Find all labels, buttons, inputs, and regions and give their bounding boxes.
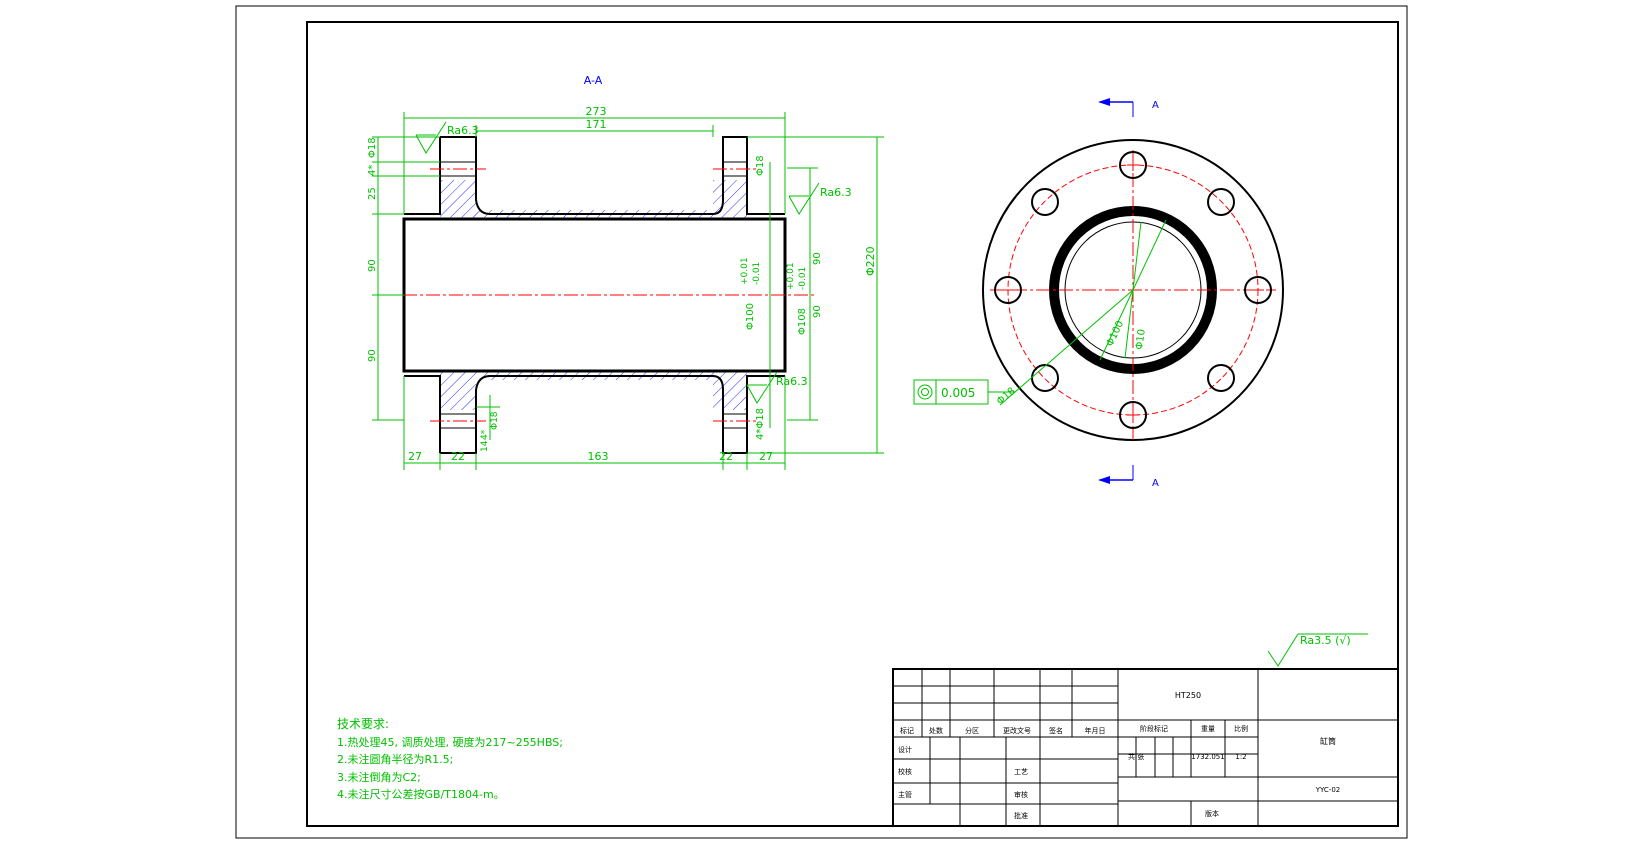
dim-left-phi18: Φ18 [367,137,378,158]
tb-scale-value: 1:2 [1235,753,1246,761]
dim-phi100-tol-up: +0.01 [740,257,750,285]
roughness-3: Ra6.3 [776,375,808,388]
dim-bottom-2: 22 [451,450,465,463]
dim-phi100-tol-low: -0.01 [752,262,762,285]
section-arrow-top-icon [1098,98,1110,106]
tb-rev-h6: 年月日 [1085,726,1106,735]
section-view-label: A-A [584,74,603,87]
dim-phi108-tol-up: +0.01 [786,262,796,290]
dim-left-lower-phi18: Φ18 [490,411,500,430]
tolerance-frame: 0.005 [913,379,1015,405]
tb-rev-h3: 分区 [965,726,979,735]
roughness-1: Ra6.3 [447,124,479,137]
dim-right-90b: 90 [812,305,823,318]
dim-bottom-1: 27 [408,450,422,463]
tb-rev-h1: 标记 [900,726,914,735]
dim-phi108-tol-low: -0.01 [798,267,808,290]
dim-left-25: 25 [367,187,378,200]
roughness-2: Ra6.3 [820,186,852,199]
tech-req-item-4: 4.未注尺寸公差按GB/T1804-m。 [337,787,505,801]
front-dim-lines [999,219,1167,406]
dim-left-4x: 4* [367,165,378,176]
dim-inner: 171 [586,118,607,131]
tb-material: HT250 [1175,691,1201,700]
dim-phi100: Φ100 [745,303,756,330]
tb-part-name: 缸筒 [1320,736,1336,746]
section-mark-top: A [1152,100,1159,111]
section-view: A-A [367,74,884,470]
general-roughness-text: Ra3.5 (√) [1300,634,1351,647]
tb-sign-review: 审核 [1014,790,1028,799]
dim-overall: 273 [586,105,607,118]
outer-border [235,5,1408,839]
front-dim-phi10: Φ10 [1134,328,1148,350]
section-centerlines [380,168,815,422]
dim-phi108: Φ108 [797,308,808,335]
tb-sign-approve: 批准 [1014,811,1028,820]
dim-left-90a: 90 [367,259,378,272]
front-dim-phi18: Φ18 [995,386,1018,408]
body-outline [402,136,787,454]
tb-weight-label: 重量 [1201,725,1215,733]
tb-sign-check: 校核 [898,767,912,776]
tb-rev-h2: 处数 [929,726,943,735]
dimension-lines [372,112,884,470]
dim-left-lower-4x: 4* [480,429,490,440]
section-mark-bottom: A [1152,478,1159,489]
tb-rev-h5: 签名 [1049,726,1063,735]
tb-sign-process: 工艺 [1014,768,1028,776]
tb-sign-manager: 主管 [898,790,912,799]
bolt-holes [994,151,1272,429]
tb-scale-label: 比例 [1234,724,1248,733]
dim-left-lower-14: 14 [480,440,490,452]
dim-right-90a: 90 [812,252,823,265]
dim-right-phi18: Φ18 [755,155,766,176]
inner-frame [306,21,1399,827]
concentricity-icon [917,384,933,400]
dim-phi220: Φ220 [864,246,877,276]
tolerance-value: 0.005 [941,386,975,400]
section-arrow-bottom-icon [1098,476,1110,484]
front-dim-phi100: Φ100 [1105,319,1126,348]
tb-stage-label: 阶段标记 [1140,724,1168,733]
dimension-text: 273 171 27 22 163 22 27 Φ18 4* 25 90 90 … [367,105,877,463]
tech-req-item-1: 1.热处理45, 调质处理, 硬度为217~255HBS; [337,735,563,749]
title-block: 标记 处数 分区 更改文号 签名 年月日 设计 校核 主管 工艺 审核 批准 H… [892,668,1399,827]
tb-sign-design: 设计 [898,745,912,754]
tb-rev-h4: 更改文号 [1003,726,1031,735]
tech-requirements: 技术要求: 1.热处理45, 调质处理, 硬度为217~255HBS; 2.未注… [337,717,563,801]
roughness-symbols [415,121,820,404]
tech-req-item-3: 3.未注倒角为C2; [337,770,421,784]
section-arrows: A A [1098,98,1159,489]
tech-req-item-2: 2.未注圆角半径为R1.5; [337,752,453,766]
tech-req-title: 技术要求: [337,717,389,731]
dim-bottom-4: 22 [719,450,733,463]
tb-drawing-no: YYC-02 [1315,786,1341,794]
dim-right-4xphi18: 4*Φ18 [755,408,766,440]
dim-bottom-5: 27 [759,450,773,463]
bolt-hole-centers [1002,159,1264,421]
general-roughness: Ra3.5 (√) [1267,633,1368,667]
dim-left-90b: 90 [367,349,378,362]
tb-version: 版本 [1205,809,1219,818]
dim-bottom-3: 163 [588,450,609,463]
tb-share: 共 张 [1128,752,1144,761]
front-view: Φ100 Φ10 Φ18 0.005 A A [913,98,1284,489]
tb-weight-value: 1732.051 [1191,753,1224,761]
front-centerlines [990,150,1276,440]
